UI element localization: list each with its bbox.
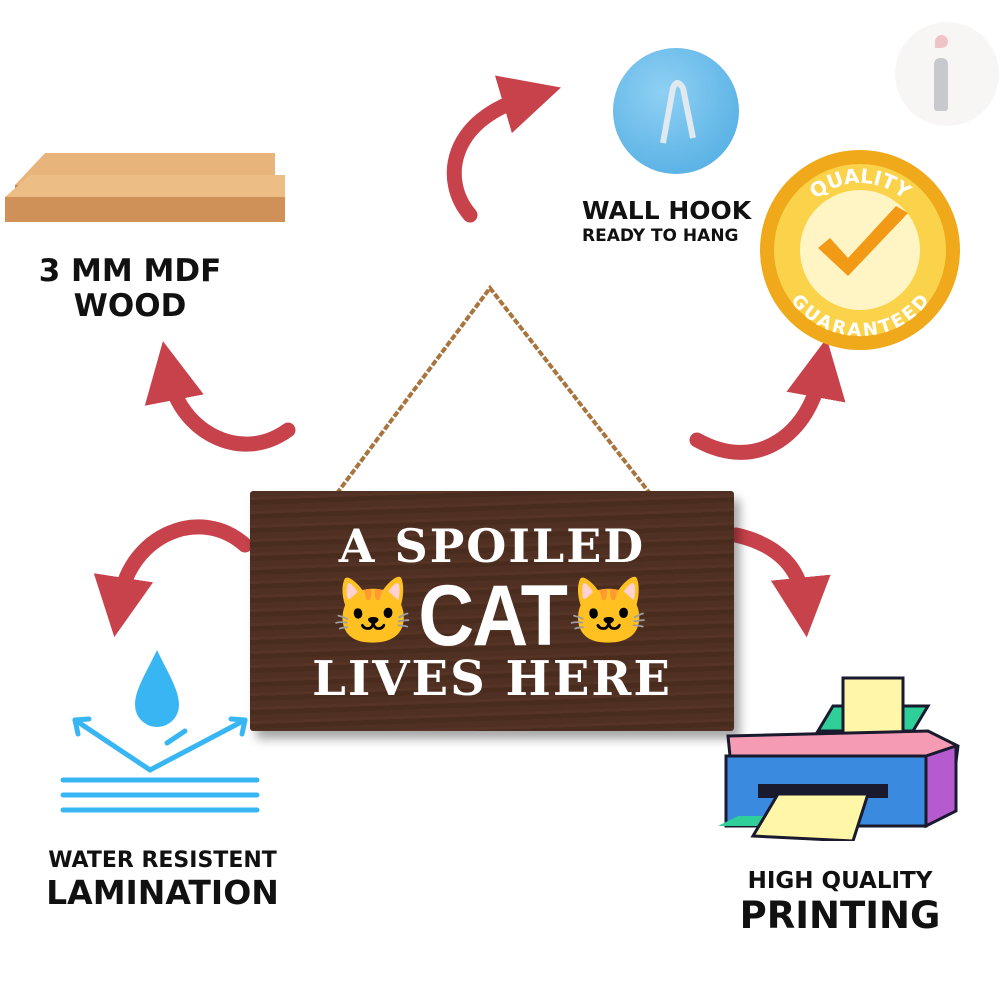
printing-label-line2: PRINTING [739, 894, 941, 937]
hook-title: WALL HOOK [582, 196, 752, 225]
printer-icon [718, 676, 960, 841]
cat-cartoon-left-icon: 🐱 [332, 572, 417, 650]
brand-logo [895, 22, 999, 126]
logo-dot [935, 35, 948, 48]
wood-label-line1: 3 MM MDF [38, 253, 222, 289]
wall-hook-icon [613, 48, 739, 174]
cat-cartoon-right-icon: 🐱 [567, 572, 652, 650]
sign-line3: LIVES HERE [312, 651, 672, 707]
sign-line1: A SPOILED [338, 519, 646, 573]
arrow-bottom-left-icon [93, 519, 253, 638]
arrow-top-icon [446, 75, 561, 223]
printing-label-line1: HIGH QUALITY [747, 868, 933, 894]
water-label-line2: LAMINATION [46, 873, 279, 912]
wood-label-line2: WOOD [73, 288, 187, 324]
arrow-left-icon [144, 341, 296, 452]
quality-guaranteed-badge: QUALITY GUARANTEED [760, 150, 960, 350]
sign-line2: CAT [418, 568, 568, 664]
arrow-right-top-icon [689, 338, 846, 460]
cat-sign: A SPOILED 🐱 CAT 🐱 LIVES HERE [250, 491, 734, 731]
checkmark-icon [818, 206, 908, 276]
water-resistant-icon [60, 650, 260, 813]
logo-stem [934, 58, 948, 111]
water-label-line1: WATER RESISTENT [48, 848, 277, 873]
hook-subtitle: READY TO HANG [582, 226, 739, 246]
wood-planks-icon [5, 153, 285, 222]
arrow-right-bottom-icon [728, 527, 831, 638]
